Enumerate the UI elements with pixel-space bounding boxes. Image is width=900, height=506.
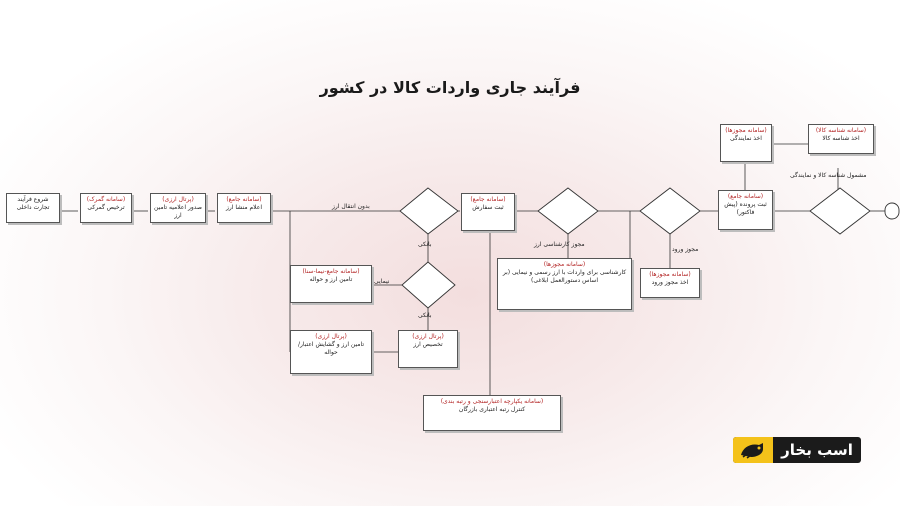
- decision-diamond: [809, 187, 871, 235]
- currency-portal-box: (پرتال ارزی) صدور اعلامیه تامین ارز: [150, 193, 206, 223]
- customs-box: (سامانه گمرک) ترخیص گمرکی: [80, 193, 132, 223]
- edge-label: مجوز کارشناسی ارز: [534, 241, 585, 248]
- unified-order-box: (سامانه جامع) ثبت سفارش: [461, 193, 515, 231]
- decision-diamond: [399, 187, 459, 235]
- decision-diamond: [537, 187, 599, 235]
- permit-agency-box: (سامانه مجوزها) اخذ نمایندگی: [720, 124, 772, 162]
- node-header: (سامانه جامع): [727, 193, 764, 200]
- diagram-title: فرآیند جاری واردات کالا در کشور: [319, 78, 581, 97]
- node-header: (سامانه جامع): [226, 196, 262, 203]
- edge-label: مجوز ورود: [672, 246, 699, 253]
- credit-system-box: (سامانه یکپارچه اعتبارسنجی و رتبه بندی) …: [423, 395, 561, 431]
- node-header: (سامانه مجوزها): [649, 271, 691, 278]
- permit-entry-box: (سامانه مجوزها) اخذ مجوز ورود: [640, 268, 700, 298]
- decision-diamond: [401, 261, 456, 309]
- node-header: (سامانه جامع-نیما-سنا): [302, 268, 360, 275]
- edge-label: مشمول شناسه کالا و نمایندگی: [790, 172, 867, 179]
- node-header: (سامانه گمرک): [86, 196, 126, 203]
- node-header: (سامانه مجوزها): [725, 127, 767, 134]
- start-trade-box: شروع فرآیند تجارت داخلی: [6, 193, 60, 223]
- edge-label: بانکی: [418, 312, 432, 319]
- node-header: (پرتال ارزی): [412, 333, 444, 340]
- currency-portal-3-box: (پرتال ارزی) تخصیص ارز: [398, 330, 458, 368]
- unified-nima-box: (سامانه جامع-نیما-سنا) تامین ارز و حواله: [290, 265, 372, 303]
- start-terminal: [884, 202, 900, 220]
- unified-file-box: (سامانه جامع) ثبت پرونده (پیش فاکتور): [718, 190, 773, 230]
- node-header: (سامانه مجوزها): [543, 261, 586, 268]
- unified-origin-box: (سامانه جامع) اعلام منشا ارز: [217, 193, 271, 223]
- horse-logo-icon: [733, 437, 773, 463]
- logo-text: اسب بخار: [781, 441, 853, 459]
- node-header: (سامانه جامع): [470, 196, 506, 203]
- node-header: (پرتال ارزی): [315, 333, 347, 340]
- node-header: (سامانه شناسه کالا): [815, 127, 867, 134]
- id-system-box: (سامانه شناسه کالا) اخذ شناسه کالا: [808, 124, 874, 154]
- permit-expert-box: (سامانه مجوزها) کارشناسی برای واردات با …: [497, 258, 632, 310]
- currency-portal-2-box: (پرتال ارزی) تامین ارز و گشایش اعتبار/حو…: [290, 330, 372, 374]
- node-header: (سامانه یکپارچه اعتبارسنجی و رتبه بندی): [440, 398, 544, 405]
- edge-label: نیمایی: [374, 278, 390, 285]
- node-header: (پرتال ارزی): [162, 196, 194, 203]
- decision-diamond: [639, 187, 701, 235]
- edge-label: بدون انتقال ارز: [332, 203, 370, 210]
- brand-logo: اسب بخار: [733, 437, 861, 463]
- edge-label: بانکی: [418, 241, 432, 248]
